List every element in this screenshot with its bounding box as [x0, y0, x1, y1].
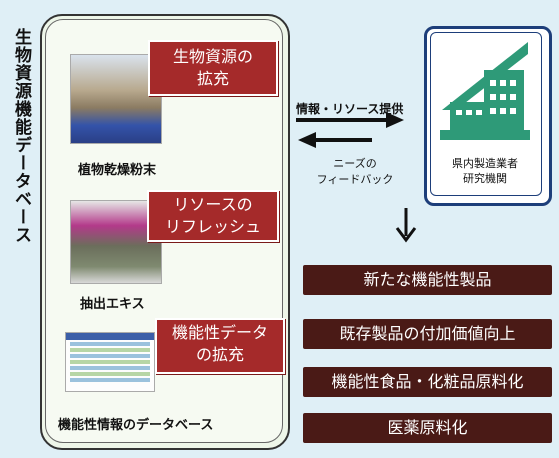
expand-data-box: 機能性データ の拡充	[155, 318, 285, 374]
organization-line2: 研究機関	[463, 172, 507, 185]
caption-database: 機能性情報のデータベース	[58, 418, 214, 433]
expand-bio-line1: 生物資源の	[172, 47, 253, 66]
extract-photo	[70, 200, 162, 284]
outcome-food-cosmetic: 機能性食品・化粧品原料化	[303, 367, 552, 397]
down-arrow	[395, 208, 417, 243]
needs-line1: ニーズの	[333, 157, 377, 170]
expand-data-line2: の拡充	[195, 345, 244, 364]
expand-bio-box: 生物資源の 拡充	[148, 40, 278, 96]
organization-logo-inner	[430, 32, 542, 196]
organization-line1: 県内製造業者	[452, 157, 518, 170]
outcome-new-products: 新たな機能性製品	[303, 265, 552, 295]
organization-label: 県内製造業者 研究機関	[430, 156, 540, 186]
needs-line2: フィードバック	[316, 173, 394, 186]
organization-logo-frame	[424, 26, 552, 206]
database-screenshot-image	[65, 332, 155, 392]
caption-powder: 植物乾燥粉末	[78, 163, 157, 178]
provide-label: 情報・リソース提供	[296, 102, 404, 116]
outcome-added-value: 既存製品の付加価値向上	[303, 319, 552, 349]
building-icon	[440, 42, 530, 140]
refresh-line1: リソースの	[173, 195, 253, 214]
caption-extract: 抽出エキス	[80, 297, 145, 312]
vertical-title: 生物資源機能データベース	[11, 28, 31, 244]
arrow-right-head	[386, 112, 404, 128]
exchange-arrows	[296, 112, 404, 148]
outcome-pharma: 医薬原料化	[303, 413, 552, 443]
arrow-left-head	[298, 132, 316, 148]
expand-bio-line2: 拡充	[196, 69, 229, 88]
refresh-box: リソースの リフレッシュ	[147, 190, 279, 242]
expand-data-line1: 機能性データ	[171, 323, 268, 342]
refresh-line2: リフレッシュ	[164, 217, 261, 236]
needs-label: ニーズの フィードバック	[300, 156, 410, 188]
plant-powder-photo	[70, 54, 162, 144]
